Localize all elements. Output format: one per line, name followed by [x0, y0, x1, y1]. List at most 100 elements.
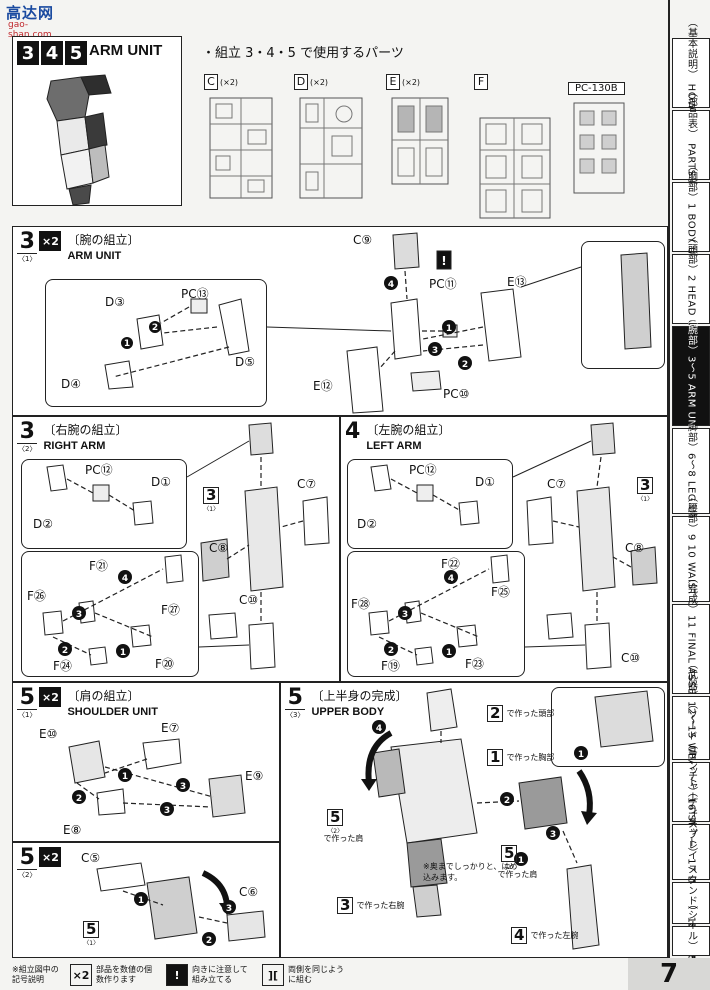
index-tab-label: （ランチャー ユニット）17 LAUNCHER UNIT — [685, 739, 697, 965]
index-tab-label: （ソード ユニット）16 SWORD UNIT — [685, 698, 697, 886]
part-label: E⑩ — [39, 727, 58, 741]
part-label: C⑤ — [81, 851, 101, 865]
index-tab-final-assemble[interactable]: （完成）11 FINAL ASSEMBLE — [672, 573, 710, 725]
part-label: F㉒ — [441, 557, 460, 571]
part-label: F⑲ — [381, 659, 400, 673]
section-title-en: LEFT ARM — [366, 440, 422, 452]
section-index: （基本説明） HOW TO （部品表） PARTS LIST （胴部）1 BOD… — [668, 0, 710, 990]
parts-used-panel: ・組立 3・4・5 で使用するパーツ C(×2) D(×2) E(×2) F P… — [190, 36, 658, 219]
part-label: F㉑ — [89, 559, 108, 573]
legend-item: ×2 部品を数値の個数作ります — [70, 964, 156, 986]
section-header: 3〈2〉 〔右腕の組立〕 RIGHT ARM — [17, 421, 127, 454]
arm-unit-header: 3 4 5 ARM UNIT — [12, 36, 182, 206]
svg-text:1: 1 — [518, 856, 524, 866]
svg-text:3: 3 — [164, 806, 170, 816]
part-label: D① — [151, 475, 171, 489]
ref-number: 3 — [203, 487, 220, 504]
runner-letter: E — [386, 74, 400, 90]
ref-text: で作った右腕 — [356, 901, 405, 910]
svg-text:1: 1 — [122, 772, 128, 782]
step-reference: 3〈1〉 — [637, 477, 654, 503]
ref-text: で作った肩 — [323, 834, 364, 843]
step-reference: 5 〈2〉 で作った肩 — [323, 809, 363, 844]
section-header: 5〈1〉 ×2 〔肩の組立〕 SHOULDER UNIT — [17, 687, 158, 720]
part-label: E⑬ — [507, 275, 527, 289]
ref-number: 2 — [487, 705, 504, 722]
svg-text:3: 3 — [226, 904, 232, 914]
index-tab-label: （脚部）6〜8 LEG UNIT — [685, 410, 697, 532]
parts-used-title: ・組立 3・4・5 で使用するパーツ — [202, 46, 404, 61]
part-label: C⑨ — [353, 233, 373, 247]
part-label: C⑦ — [297, 477, 317, 491]
step-sub: 〈1〉 — [17, 709, 38, 719]
part-label: F㉕ — [491, 585, 510, 599]
page-title: ARM UNIT — [89, 42, 163, 59]
upper-body-section: 5〈3〉 〔上半身の完成〕 UPPER BODY — [280, 682, 668, 958]
part-label: F㉗ — [161, 603, 180, 617]
step-sub: 〈2〉 — [17, 869, 38, 879]
runner-f: F — [474, 70, 558, 224]
left-arm-section: 4 〔左腕の組立〕 LEFT ARM — [340, 416, 668, 682]
svg-text:1: 1 — [124, 339, 130, 349]
part-label: E⑧ — [63, 823, 82, 837]
watermark: 高达网 gao-shan.com — [0, 0, 64, 40]
ref-number: 3 — [637, 477, 654, 494]
multiply-badge: ×2 — [39, 847, 62, 867]
part-label: PC⑬ — [181, 287, 209, 301]
step-number: 4 — [345, 419, 361, 444]
part-label: E⑦ — [161, 721, 180, 735]
svg-text:2: 2 — [388, 646, 394, 656]
ref-sub: 〈2〉 — [327, 828, 344, 835]
part-label: F㉘ — [351, 597, 370, 611]
index-tab-sword-unit[interactable]: （ソード ユニット）16 SWORD UNIT — [672, 699, 710, 885]
runner-qty: (×2) — [310, 77, 329, 87]
step-reference: 3 で作った右腕 — [337, 897, 404, 914]
section-title-jp: 〔上半身の完成〕 — [311, 689, 408, 703]
ref-text: で作った胸部 — [506, 753, 555, 762]
runner-d: D(×2) — [294, 70, 370, 206]
ref-number: 5 — [501, 845, 518, 862]
part-label: D④ — [61, 377, 81, 391]
section-title-en: ARM UNIT — [67, 250, 122, 262]
index-tab-weapons[interactable]: （武器）12〜15 WEAPONS — [672, 659, 710, 797]
section-title-en: UPPER BODY — [311, 706, 385, 718]
pc-runner-label: PC-130B — [568, 82, 625, 95]
ref-sub: 〈2〉 — [501, 864, 518, 871]
ref-number: 3 — [337, 897, 354, 914]
ref-number: 5 — [83, 921, 100, 938]
svg-text:3: 3 — [402, 610, 408, 620]
index-tab-how-to[interactable]: （基本説明） HOW TO — [672, 17, 710, 129]
legend-item: ][ 両側を同じように組む — [262, 964, 348, 986]
part-label: C⑧ — [625, 541, 645, 555]
index-tab-label: （胴部）1 BODY UNIT — [685, 161, 697, 273]
ref-number: 5 — [327, 809, 344, 826]
runner-letter: F — [474, 74, 488, 90]
part-label: F㉖ — [27, 589, 46, 603]
part-label: PC⑫ — [85, 463, 113, 477]
index-tab-parts-list[interactable]: （部品表） PARTS LIST — [672, 87, 710, 203]
legend-text: 向きに注意して組み立てる — [192, 965, 248, 984]
runner-letter: C — [204, 74, 218, 90]
index-tab-leg-unit[interactable]: （脚部）6〜8 LEG UNIT — [672, 411, 710, 531]
ref-sub: 〈1〉 — [637, 496, 654, 503]
section-title-jp: 〔右腕の組立〕 — [43, 423, 128, 437]
part-label: C⑩ — [621, 651, 641, 665]
legend-heading: ※組立図中の記号説明 — [12, 965, 59, 984]
index-tab-seal[interactable]: （シール） SEAL — [672, 899, 710, 983]
part-label: E⑨ — [245, 769, 264, 783]
svg-text:1: 1 — [120, 648, 126, 658]
index-tab-label: （部品表） PARTS LIST — [685, 86, 697, 204]
section-title-en: SHOULDER UNIT — [67, 706, 158, 718]
step-reference: 1 で作った胸部 — [487, 749, 554, 766]
index-tab-body-unit[interactable]: （胴部）1 BODY UNIT — [672, 161, 710, 273]
legend-text: 部品を数値の個数作ります — [96, 965, 152, 984]
part-label: D② — [33, 517, 53, 531]
ref-number: 1 — [487, 749, 504, 766]
part-label: F㉔ — [53, 659, 72, 673]
symbol-legend: ※組立図中の記号説明 ×2 部品を数値の個数作ります ! 向きに注意して組み立て… — [12, 962, 358, 988]
runner-qty: (×2) — [402, 77, 421, 87]
svg-text:4: 4 — [376, 724, 382, 734]
